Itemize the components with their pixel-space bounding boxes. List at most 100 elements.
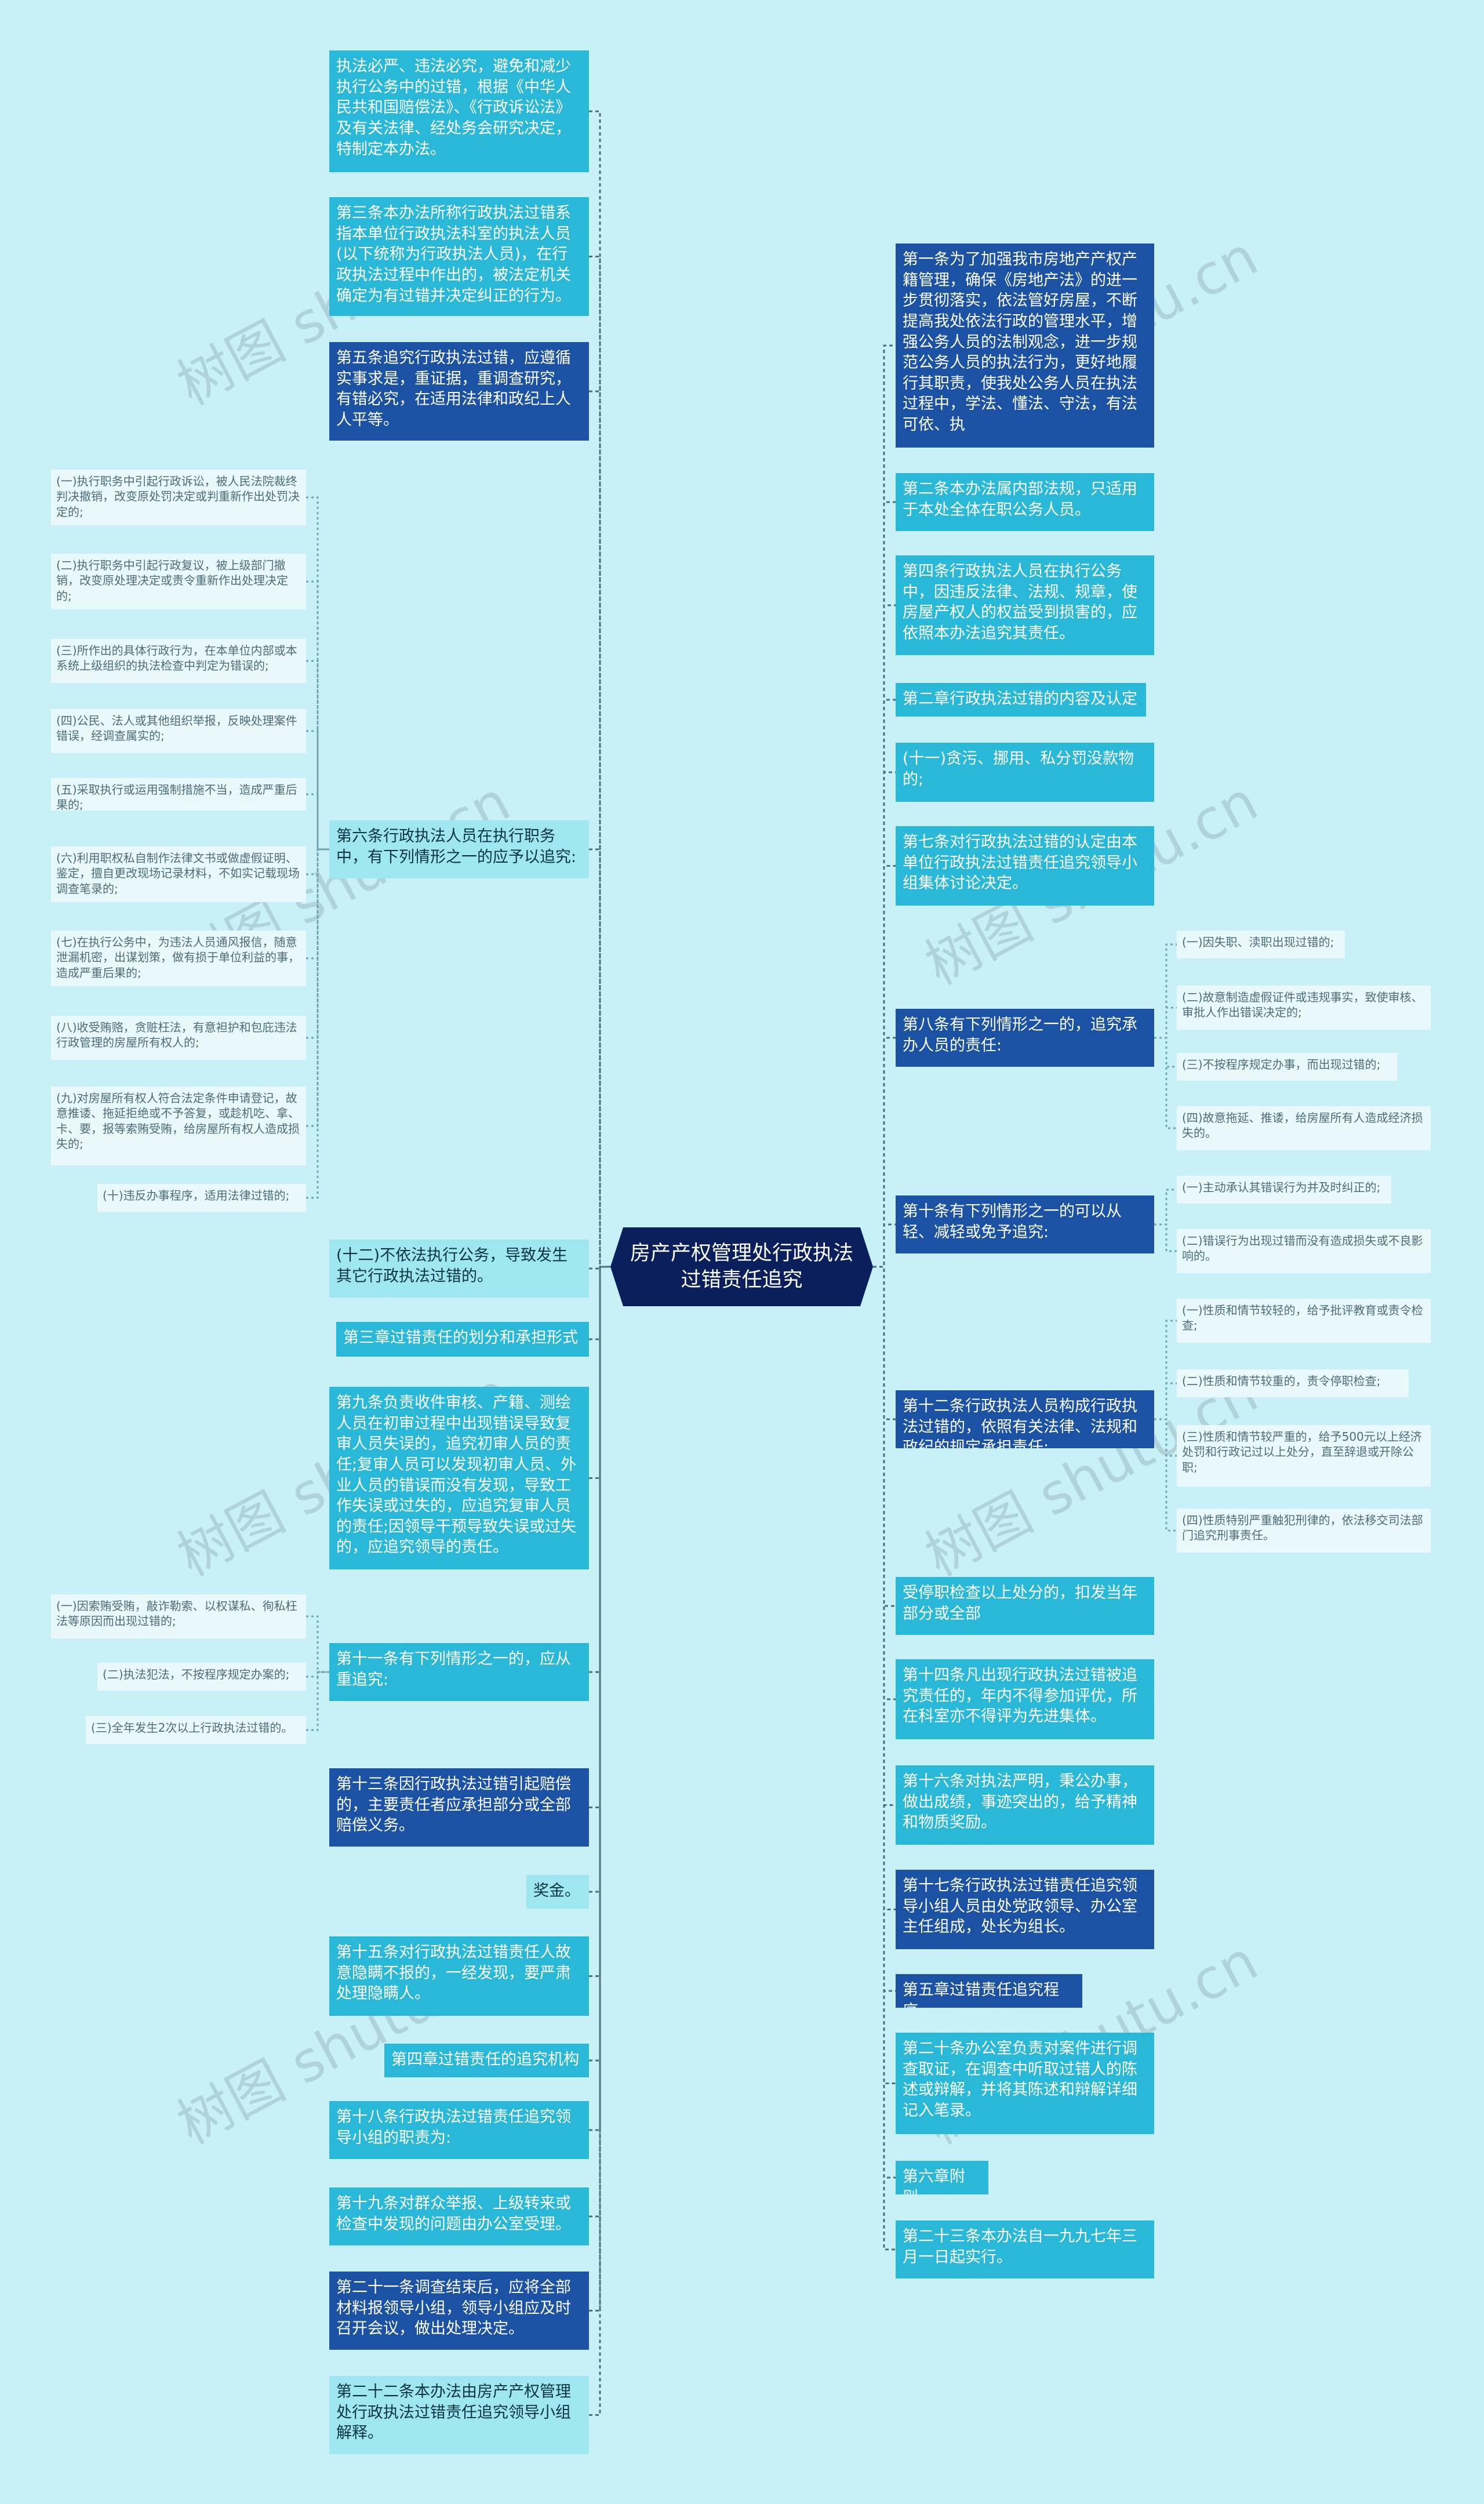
right-subtopic-8-1-label: (一)主动承认其错误行为并及时纠正的;: [1182, 1180, 1381, 1194]
right-subtopic-9-3[interactable]: (三)性质和情节较严重的，给予500元以上经济处罚和行政记过以上处分，直至辞退或…: [1177, 1425, 1431, 1487]
connector-line: [306, 848, 329, 1199]
right-topic-9[interactable]: 第十二条行政执法人员构成行政执法过错的，依照有关法律、法规和政纪的规定承担责任:: [896, 1390, 1154, 1448]
connector-line: [306, 580, 329, 851]
right-topic-8-label: 第十条有下列情形之一的可以从轻、减轻或免予追究:: [903, 1202, 1122, 1241]
left-subtopic-4-4-label: (四)公民、法人或其他组织举报，反映处理案件错误，经调查属实的;: [56, 714, 297, 743]
right-subtopic-7-3-label: (三)不按程序规定办事，而出现过错的;: [1182, 1057, 1381, 1071]
left-topic-13[interactable]: 第十八条行政执法过错责任追究领导小组的职责为:: [329, 2101, 589, 2159]
left-subtopic-4-10[interactable]: (十)违反办事程序，适用法律过错的;: [97, 1184, 306, 1212]
right-topic-15-label: 第二十条办公室负责对案件进行调查取证，在调查中听取过错人的陈述或辩解，并将其陈述…: [903, 2040, 1137, 2120]
left-subtopic-4-1-label: (一)执行职务中引起行政诉讼，被人民法院裁终判决撤销，改变原处罚决定或判重新作出…: [56, 474, 300, 519]
left-subtopic-4-10-label: (十)违反办事程序，适用法律过错的;: [103, 1189, 290, 1202]
connector-line: [873, 1037, 896, 1268]
right-topic-2[interactable]: 第二条本办法属内部法规，只适用于本处全体在职公务人员。: [896, 473, 1154, 531]
right-topic-16[interactable]: 第六章附则: [896, 2161, 988, 2194]
left-topic-15[interactable]: 第二十一条调查结束后，应将全部材料报领导小组，领导小组应及时召开会议，做出处理决…: [329, 2272, 589, 2350]
connector-line: [1154, 1006, 1177, 1039]
right-topic-13[interactable]: 第十七条行政执法过错责任追究领导小组人员由处党政领导、办公室主任组成，处长为组长…: [896, 1870, 1154, 1949]
left-topic-3[interactable]: 第五条追究行政执法过错，应遵循实事求是，重证据，重调查研究，有错必究，在适用法律…: [329, 342, 589, 441]
connector-line: [1154, 1037, 1177, 1129]
left-topic-6[interactable]: 第三章过错责任的划分和承担形式: [336, 1322, 589, 1357]
left-subtopic-4-8[interactable]: (八)收受贿赂，贪赃枉法，有意袒护和包庇违法行政管理的房屋所有权人的;: [51, 1016, 306, 1060]
left-topic-14[interactable]: 第十九条对群众举报、上级转来或检查中发现的问题由办公室受理。: [329, 2187, 589, 2245]
right-topic-4[interactable]: 第二章行政执法过错的内容及认定: [896, 683, 1146, 717]
right-subtopic-9-2[interactable]: (二)性质和情节较重的，责令停职检查;: [1177, 1369, 1409, 1397]
left-topic-1[interactable]: 执法必严、违法必究，避免和减少执行公务中的过错，根据《中华人民共和国赔偿法》、《…: [329, 50, 589, 172]
left-topic-4[interactable]: 第六条行政执法人员在执行职务中，有下列情形之一的应予以追究:: [329, 820, 589, 878]
left-topic-13-label: 第十八条行政执法过错责任追究领导小组的职责为:: [336, 2108, 571, 2147]
right-topic-14-label: 第五章过错责任追究程序: [903, 1981, 1059, 2008]
right-topic-10-label: 受停职检查以上处分的，扣发当年部分或全部: [903, 1584, 1137, 1623]
right-topic-3[interactable]: 第四条行政执法人员在执行公务中，因违反法律、法规、规章，使房屋产权人的权益受到损…: [896, 555, 1154, 655]
connector-line: [589, 1266, 610, 2312]
right-topic-17-label: 第二十三条本办法自一九九七年三月一日起实行。: [903, 2227, 1137, 2266]
right-topic-6[interactable]: 第七条对行政执法过错的认定由本单位行政执法过错责任追究领导小组集体讨论决定。: [896, 826, 1154, 906]
root-topic[interactable]: 房产产权管理处行政执法过错责任追究: [610, 1227, 873, 1306]
right-topic-7[interactable]: 第八条有下列情形之一的，追究承办人员的责任:: [896, 1009, 1154, 1067]
left-topic-5[interactable]: (十二)不依法执行公务，导致发生其它行政执法过错的。: [329, 1240, 589, 1298]
left-subtopic-4-5[interactable]: (五)采取执行或运用强制措施不当，造成严重后果的;: [51, 778, 306, 811]
left-topic-9[interactable]: 第十三条因行政执法过错引起赔偿的，主要责任者应承担部分或全部赔偿义务。: [329, 1768, 589, 1847]
left-topic-1-label: 执法必严、违法必究，避免和减少执行公务中的过错，根据《中华人民共和国赔偿法》、《…: [336, 57, 571, 158]
left-topic-10[interactable]: 奖金。: [526, 1875, 589, 1909]
left-subtopic-4-7[interactable]: (七)在执行公务中，为违法人员通风报信，随意泄漏机密，出谋划策，做有损于单位利益…: [51, 931, 306, 986]
right-topic-8[interactable]: 第十条有下列情形之一的可以从轻、减轻或免予追究:: [896, 1195, 1154, 1253]
connector-line: [1154, 1189, 1177, 1226]
left-subtopic-8-3[interactable]: (三)全年发生2次以上行政执法过错的。: [86, 1716, 306, 1744]
left-topic-11[interactable]: 第十五条对行政执法过错责任人故意隐瞒不报的，一经发现，要严肃处理隐瞒人。: [329, 1936, 589, 2016]
left-topic-2[interactable]: 第三条本办法所称行政执法过错系指本单位行政执法科室的执法人员(以下统称为行政执法…: [329, 197, 589, 316]
right-subtopic-7-1[interactable]: (一)因失职、渎职出现过错的;: [1177, 931, 1345, 958]
left-topic-10-label: 奖金。: [533, 1882, 580, 1900]
right-topic-1[interactable]: 第一条为了加强我市房地产产权产籍管理，确保《房地产法》的进一步贯彻落实，依法管好…: [896, 244, 1154, 448]
left-topic-5-label: (十二)不依法执行公务，导致发生其它行政执法过错的。: [336, 1246, 568, 1285]
right-topic-10[interactable]: 受停职检查以上处分的，扣发当年部分或全部: [896, 1577, 1154, 1635]
left-subtopic-4-1[interactable]: (一)执行职务中引起行政诉讼，被人民法院裁终判决撤销，改变原处罚决定或判重新作出…: [51, 470, 306, 525]
connector-line: [306, 793, 329, 851]
right-subtopic-7-2[interactable]: (二)故意制造虚假证件或违规事实，致使审核、审批人作出错误决定的;: [1177, 986, 1431, 1030]
right-topic-15[interactable]: 第二十条办公室负责对案件进行调查取证，在调查中听取过错人的陈述或辩解，并将其陈述…: [896, 2033, 1154, 2134]
connector-line: [873, 501, 896, 1268]
left-subtopic-4-3[interactable]: (三)所作出的具体行政行为，在本单位内部或本系统上级组织的执法检查中判定为错误的…: [51, 639, 306, 683]
right-subtopic-9-1-label: (一)性质和情节较轻的，给予批评教育或责令检查;: [1182, 1303, 1423, 1333]
left-topic-2-label: 第三条本办法所称行政执法过错系指本单位行政执法科室的执法人员(以下统称为行政执法…: [336, 204, 571, 305]
right-topic-3-label: 第四条行政执法人员在执行公务中，因违反法律、法规、规章，使房屋产权人的权益受到损…: [903, 562, 1137, 642]
left-subtopic-4-9[interactable]: (九)对房屋所有权人符合法定条件申请登记，故意推诿、拖延拒绝或不予答复，或趁机吃…: [51, 1086, 306, 1165]
right-subtopic-8-1[interactable]: (一)主动承认其错误行为并及时纠正的;: [1177, 1176, 1391, 1204]
right-subtopic-7-4[interactable]: (四)故意拖延、推诿，给房屋所有人造成经济损失的。: [1177, 1106, 1431, 1150]
right-topic-12[interactable]: 第十六条对执法严明，秉公办事，做出成绩，事迹突出的，给予精神和物质奖励。: [896, 1765, 1154, 1845]
right-topic-5[interactable]: (十一)贪污、挪用、私分罚没款物的;: [896, 743, 1154, 802]
right-subtopic-7-3[interactable]: (三)不按程序规定办事，而出现过错的;: [1177, 1053, 1397, 1081]
left-subtopic-8-2[interactable]: (二)执法犯法，不按程序规定办案的;: [97, 1663, 306, 1691]
left-topic-16-label: 第二十二条本办法由房产产权管理处行政执法过错责任追究领导小组解释。: [336, 2383, 571, 2443]
left-subtopic-4-2[interactable]: (二)执行职务中引起行政复议，被上级部门撤销，改变原处理决定或责令重新作出处理决…: [51, 554, 306, 609]
left-subtopic-4-6-label: (六)利用职权私自制作法律文书或做虚假证明、鉴定，擅自更改现场记录材料，不如实记…: [56, 851, 300, 896]
left-topic-7[interactable]: 第九条负责收件审核、产籍、测绘人员在初审过程中出现错误导致复审人员失误的，追究初…: [329, 1387, 589, 1569]
left-topic-7-label: 第九条负责收件审核、产籍、测绘人员在初审过程中出现错误导致复审人员失误的，追究初…: [336, 1394, 577, 1557]
left-subtopic-4-2-label: (二)执行职务中引起行政复议，被上级部门撤销，改变原处理决定或责令重新作出处理决…: [56, 558, 288, 603]
right-subtopic-7-4-label: (四)故意拖延、推诿，给房屋所有人造成经济损失的。: [1182, 1111, 1423, 1140]
left-subtopic-4-4[interactable]: (四)公民、法人或其他组织举报，反映处理案件错误，经调查属实的;: [51, 709, 306, 753]
left-subtopic-4-6[interactable]: (六)利用职权私自制作法律文书或做虚假证明、鉴定，擅自更改现场记录材料，不如实记…: [51, 846, 306, 902]
left-subtopic-4-3-label: (三)所作出的具体行政行为，在本单位内部或本系统上级组织的执法检查中判定为错误的…: [56, 644, 297, 673]
left-subtopic-8-3-label: (三)全年发生2次以上行政执法过错的。: [91, 1721, 293, 1735]
left-subtopic-4-5-label: (五)采取执行或运用强制措施不当，造成严重后果的;: [56, 783, 297, 811]
left-subtopic-8-1[interactable]: (一)因索贿受贿，敲诈勒索、以权谋私、徇私枉法等原因而出现过错的;: [51, 1594, 306, 1638]
right-subtopic-9-4[interactable]: (四)性质特别严重触犯刑律的，依法移交司法部门追究刑事责任。: [1177, 1509, 1431, 1553]
right-subtopic-8-2[interactable]: (二)错误行为出现过错而没有造成损失或不良影响的。: [1177, 1229, 1431, 1273]
right-topic-14[interactable]: 第五章过错责任追究程序: [896, 1974, 1082, 2008]
right-subtopic-9-1[interactable]: (一)性质和情节较轻的，给予批评教育或责令检查;: [1177, 1299, 1431, 1343]
right-topic-11[interactable]: 第十四条凡出现行政执法过错被追究责任的，年内不得参加评优，所在科室亦不得评为先进…: [896, 1659, 1154, 1739]
left-topic-15-label: 第二十一条调查结束后，应将全部材料报领导小组，领导小组应及时召开会议，做出处理决…: [336, 2278, 571, 2338]
right-subtopic-8-2-label: (二)错误行为出现过错而没有造成损失或不良影响的。: [1182, 1234, 1423, 1263]
right-topic-2-label: 第二条本办法属内部法规，只适用于本处全体在职公务人员。: [903, 480, 1137, 519]
right-topic-5-label: (十一)贪污、挪用、私分罚没款物的;: [903, 750, 1134, 788]
right-topic-17[interactable]: 第二十三条本办法自一九九七年三月一日起实行。: [896, 2220, 1154, 2278]
right-topic-7-label: 第八条有下列情形之一的，追究承办人员的责任:: [903, 1016, 1137, 1055]
right-topic-6-label: 第七条对行政执法过错的认定由本单位行政执法过错责任追究领导小组集体讨论决定。: [903, 833, 1137, 893]
right-topic-11-label: 第十四条凡出现行政执法过错被追究责任的，年内不得参加评优，所在科室亦不得评为先进…: [903, 1666, 1137, 1726]
left-topic-12[interactable]: 第四章过错责任的追究机构: [384, 2044, 589, 2077]
left-topic-8[interactable]: 第十一条有下列情形之一的，应从重追究:: [329, 1643, 589, 1701]
left-topic-9-label: 第十三条因行政执法过错引起赔偿的，主要责任者应承担部分或全部赔偿义务。: [336, 1775, 571, 1835]
left-topic-16[interactable]: 第二十二条本办法由房产产权管理处行政执法过错责任追究领导小组解释。: [329, 2376, 589, 2454]
